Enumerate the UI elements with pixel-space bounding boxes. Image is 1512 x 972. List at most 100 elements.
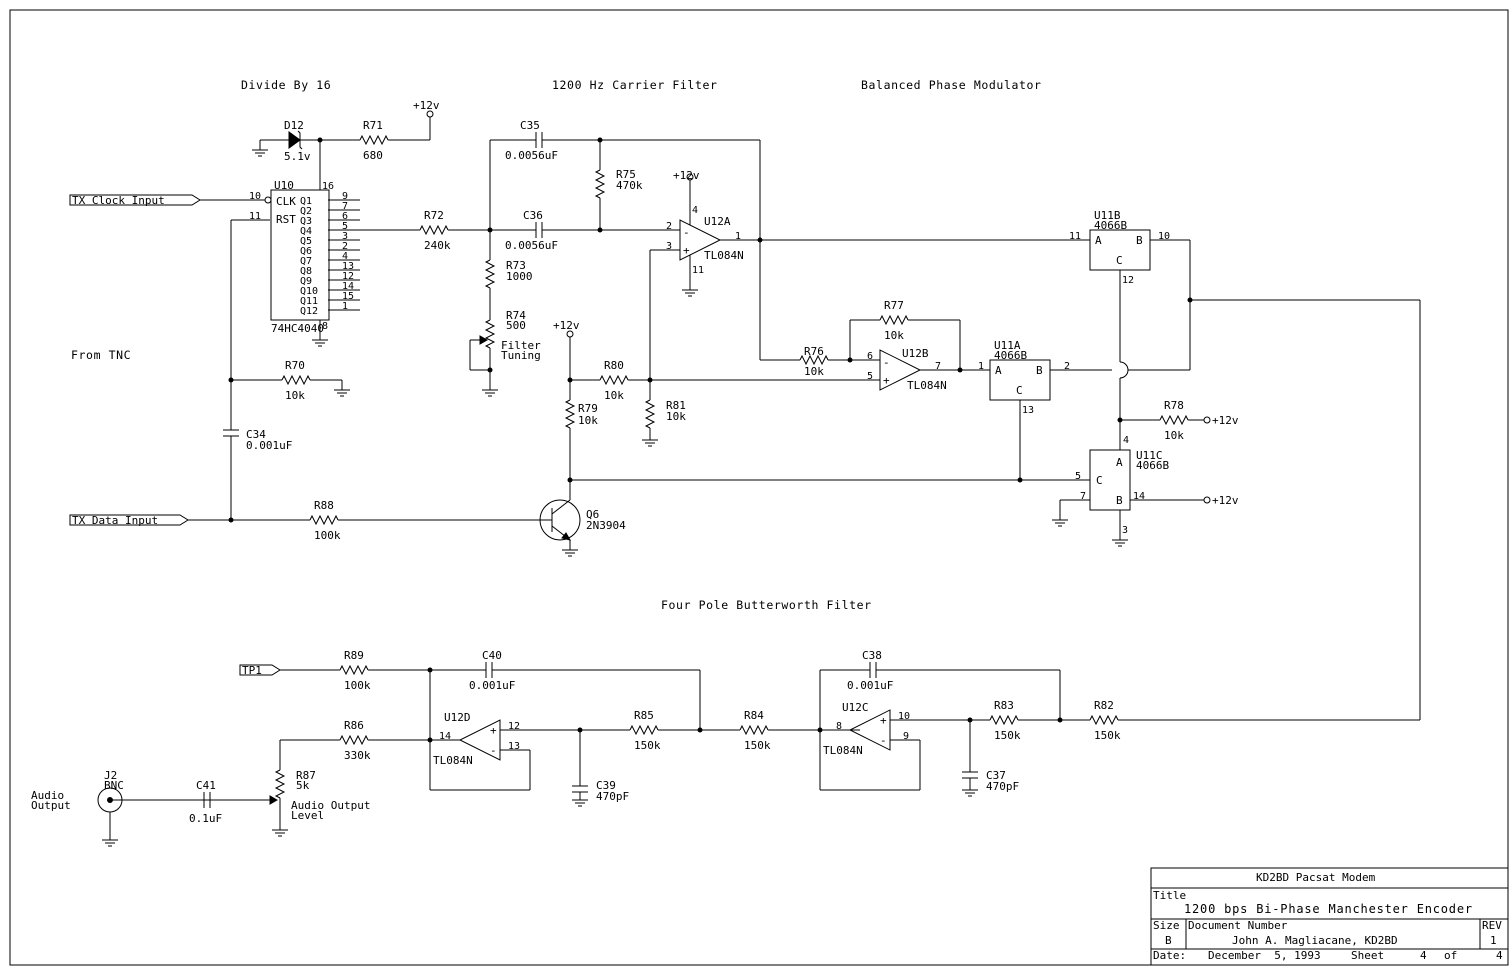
ic-u10 [270, 189, 330, 321]
tp1-port [239, 664, 281, 676]
u10-rst-label: RST [276, 213, 296, 226]
u10-output-pin-number: 12 [342, 271, 354, 282]
u12a-pin-in-plus: 3 [666, 241, 672, 252]
zener-diode-d12 [288, 130, 320, 150]
u12c-pin-out: 8 [836, 721, 842, 732]
u12d-plus: + [490, 724, 497, 737]
r74-ref: R74 [506, 309, 526, 322]
docnum-label: Document Number [1188, 919, 1288, 932]
u12b-minus: - [883, 356, 890, 369]
r76-value: 10k [804, 365, 824, 378]
u10-output-pin-number: 14 [342, 281, 354, 292]
u10-output-label: Q10 [300, 286, 318, 297]
r80-ref: R80 [604, 359, 624, 372]
title-label: Title [1153, 889, 1186, 902]
r71-ref: R71 [363, 119, 383, 132]
c34-value: 0.001uF [246, 439, 292, 452]
q6-ref: Q6 [586, 508, 599, 521]
tp1-label: TP1 [242, 664, 262, 677]
opamp-u12c [848, 709, 891, 751]
audio-output-label-1: Audio [31, 789, 64, 802]
r85-ref: R85 [634, 709, 654, 722]
sheet-value: 4 [1420, 949, 1427, 962]
sheet-border [9, 9, 1509, 966]
u12b-pin-in-plus: 5 [867, 371, 873, 382]
audio-output-label-2: Output [31, 799, 71, 812]
r72-value: 240k [424, 239, 451, 252]
u11c-pin-a: 4 [1123, 435, 1129, 446]
u11b-pin-a: 11 [1069, 231, 1081, 242]
u12c-pin-in-minus: 9 [903, 731, 909, 742]
divider-section: D12 5.1v +12v R71 680 U10 74HC4040 16 CL… [69, 99, 440, 523]
u10-output-pin-number: 13 [342, 261, 354, 272]
r81-ref: R81 [666, 399, 686, 412]
u10-output-label: Q3 [300, 216, 312, 227]
size-value: B [1165, 934, 1172, 947]
u11a-pin-a: 1 [978, 361, 984, 372]
u10-output-pin-number: 9 [342, 191, 348, 202]
u10-output-pin-number: 7 [342, 201, 348, 212]
u12b-ref: U12B [902, 347, 929, 360]
u11a-pin-c: 13 [1022, 405, 1034, 416]
u10-pin-rst: 11 [249, 211, 261, 222]
u11a-ref: U11A [994, 339, 1021, 352]
u11c-ref: U11C [1136, 449, 1163, 462]
u10-output-pin-number: 1 [342, 301, 348, 312]
u11c-a: A [1116, 456, 1123, 469]
u11b-ref: U11B [1094, 209, 1121, 222]
u12a-minus: - [683, 226, 690, 239]
u10-pin-gnd: 8 [322, 321, 328, 332]
r86-ref: R86 [344, 719, 364, 732]
rev-label: REV [1482, 919, 1502, 932]
q6-value: 2N3904 [586, 519, 626, 532]
r85-value: 150k [634, 739, 661, 752]
c39-ref: C39 [596, 779, 616, 792]
u10-clk-label: CLK [276, 195, 296, 208]
r75-value: 470k [616, 179, 643, 192]
c38-ref: C38 [862, 649, 882, 662]
c36-ref: C36 [523, 209, 543, 222]
u11b-c: C [1116, 254, 1123, 267]
c40-value: 0.001uF [469, 679, 515, 692]
u10-output-label: Q2 [300, 206, 312, 217]
u10-output-pin-number: 5 [342, 221, 348, 232]
u10-output-label: Q12 [300, 306, 318, 317]
drawing-title: 1200 bps Bi-Phase Manchester Encoder [1184, 902, 1473, 916]
heading-carrier-filter: 1200 Hz Carrier Filter [552, 78, 718, 92]
u12b-part: TL084N [907, 379, 947, 392]
u10-output-pin-number: 3 [342, 231, 348, 242]
u10-output-label: Q5 [300, 236, 312, 247]
r74-note-2: Tuning [501, 349, 541, 362]
u10-output-pin-number: 2 [342, 241, 348, 252]
u12d-ref: U12D [444, 711, 471, 724]
tx-data-input-label: TX Data Input [72, 514, 158, 527]
u11c-b: B [1116, 494, 1123, 507]
tx-data-section: TX Data Input R88 100k Q6 2N3904 [69, 477, 626, 557]
r87-value: 5k [296, 779, 310, 792]
r71-supply: +12v [413, 99, 440, 112]
from-tnc-label: From TNC [71, 348, 131, 362]
tx-data-input-port [69, 514, 189, 526]
u12d-minus: - [490, 744, 497, 757]
u10-output-label: Q7 [300, 256, 312, 267]
u12c-pin-in-plus: 10 [898, 711, 910, 722]
carrier-filter-section: R72 240k C36 0.0056uF C35 0.0056uF R75 4… [419, 119, 1090, 397]
u10-pin-clk: 10 [249, 191, 261, 202]
u12d-pin-out: 14 [439, 731, 451, 742]
r88-value: 100k [314, 529, 341, 542]
u11a-b: B [1036, 364, 1043, 377]
j2-ref: J2 [104, 769, 117, 782]
r73-value: 1000 [506, 270, 533, 283]
r78-ref: R78 [1164, 399, 1184, 412]
r87-note-1: Audio Output [291, 799, 370, 812]
r79-supply: +12v [553, 319, 580, 332]
rev-value: 1 [1490, 934, 1497, 947]
c35-ref: C35 [520, 119, 540, 132]
u10-output-pin-number: 4 [342, 251, 348, 262]
u12a-pin-out: 1 [735, 231, 741, 242]
r70-ref: R70 [285, 359, 305, 372]
u11c-c: C [1096, 474, 1103, 487]
c35-value: 0.0056uF [505, 149, 558, 162]
opamp-u12d [458, 719, 501, 761]
u11b-a: A [1095, 234, 1102, 247]
